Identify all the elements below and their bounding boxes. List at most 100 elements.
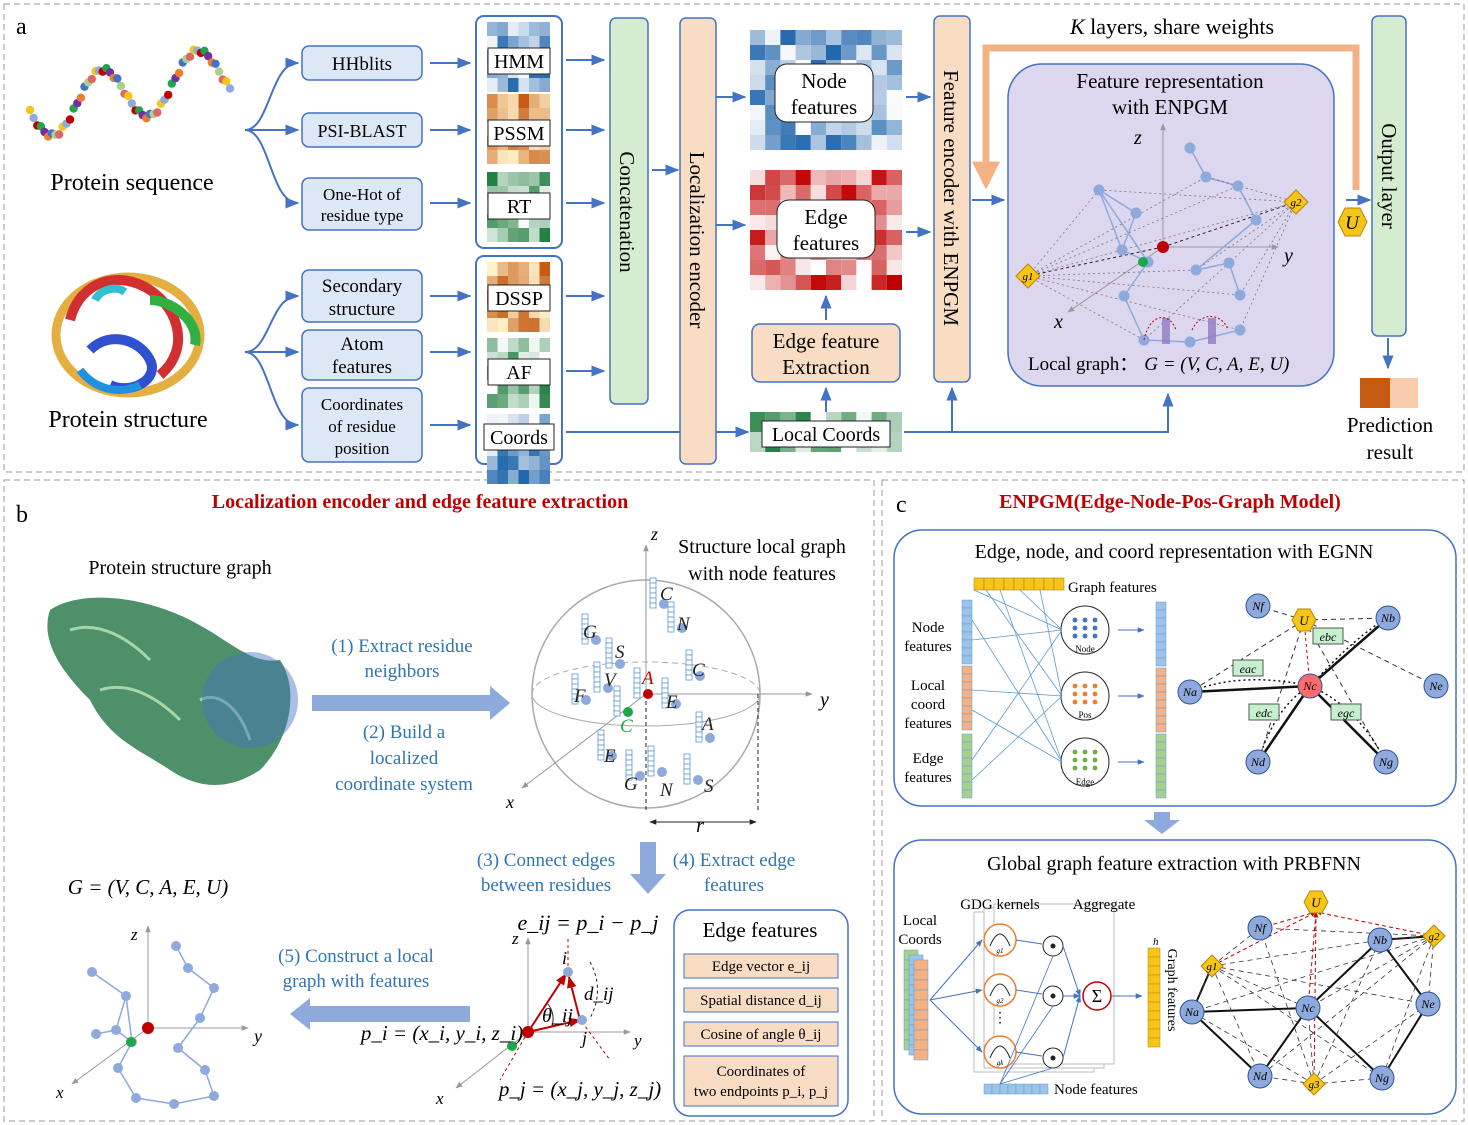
graph-node (91, 1029, 101, 1039)
feature-label-coords: Coords (490, 427, 548, 449)
output-layer-bar (1371, 15, 1407, 337)
edge-feature-item-3: Cosine of angle θ_ij (701, 1027, 822, 1043)
egnn-node-label: Na (1182, 685, 1197, 699)
sphere-residue (659, 599, 669, 609)
graph-node (131, 1093, 141, 1103)
sphere-residue-label: C (692, 660, 705, 681)
anchor-diamond (1283, 189, 1309, 215)
edge-vector-diagram (455, 936, 631, 1089)
theta-label: θ_ij (542, 1005, 573, 1027)
sequence-bead (225, 84, 235, 93)
graph-node (195, 1013, 205, 1023)
panel-a-border (3, 3, 1465, 473)
egnn-node-label: Nb (1380, 611, 1395, 625)
panel-c-title: ENPGM(Edge-Node-Pos-Graph Model) (999, 491, 1341, 513)
sequence-bead (214, 67, 224, 76)
panel-b-letter: b (16, 502, 28, 528)
graph-node (1250, 214, 1262, 226)
sequence-bead (25, 105, 35, 115)
edge-diagram-axis-y: y (632, 1031, 642, 1050)
edge-message-box (1232, 659, 1264, 677)
prbfnn-node (1369, 1065, 1395, 1091)
egnn-title: Edge, node, and coord representation wit… (975, 541, 1374, 563)
node-i-label: i (562, 948, 567, 968)
enpgm-panel (1007, 63, 1335, 387)
sequence-feature-group (475, 15, 563, 249)
anchor-label: g3 (1309, 1079, 1321, 1091)
panel-b-title: Localization encoder and edge feature ex… (212, 491, 628, 513)
feature-labels: HMM PSSM RT DSSP AF Coords (483, 47, 555, 451)
feature-encoder-label: Feature encoder with ENPGM (939, 70, 963, 326)
sphere-residue-label: C (660, 584, 673, 605)
center-node (1157, 241, 1169, 253)
edge-message-box (1312, 627, 1344, 645)
protein-structure-ribbon (51, 272, 205, 398)
sequence-bead (204, 51, 213, 61)
edge-message-label: egc (1338, 706, 1355, 720)
edge-features-box (673, 909, 849, 1117)
graph-node (1184, 336, 1196, 348)
prbfnn-node (1179, 999, 1205, 1025)
prbfnn-u-label: U (1311, 895, 1322, 910)
sequence-bead (185, 52, 195, 61)
graph-node (200, 1065, 210, 1075)
sequence-bead (222, 77, 231, 86)
sequence-bead (164, 90, 173, 100)
sphere-residue-label: N (676, 614, 691, 635)
feature-label-pssm: PSSM (493, 123, 544, 145)
egnn-node (1245, 749, 1271, 775)
tool-psi-blast: PSI-BLAST (301, 112, 423, 148)
egnn-u-hexagon (1291, 608, 1317, 632)
anchor-diamond (1015, 263, 1041, 289)
edge-feature-item-1: Edge vector e_ij (712, 959, 810, 975)
prbfnn-graph-features: Graph features (1164, 949, 1179, 1032)
edge-features-title: Edge features (703, 918, 818, 942)
graph-node (1234, 324, 1246, 336)
graph-node (1190, 264, 1202, 276)
prbfnn-node (1415, 991, 1441, 1017)
egnn-node-label: Nc (1302, 679, 1317, 693)
radius-label: r (696, 815, 704, 837)
node-j-label: j (580, 1028, 587, 1048)
edge-feature-items: Edge vector e_ij Spatial distance d_ij C… (683, 953, 839, 1107)
prbfnn-node (1367, 927, 1393, 953)
graph-node (1093, 184, 1105, 196)
panel-a-letter: a (16, 14, 27, 40)
anchor-node (126, 1037, 136, 1047)
prediction-bar-dark (1360, 378, 1390, 408)
graph-node (1184, 142, 1196, 154)
egnn-node (1297, 673, 1323, 699)
feature-label-hmm: HMM (494, 51, 544, 73)
localization-encoder-bar (679, 17, 717, 465)
output-layer-label: Output layer (1377, 123, 1401, 229)
k-layers-loop-arrow (972, 44, 1360, 190)
egnn-box (893, 529, 1457, 807)
anchor-label: g2 (1291, 197, 1303, 209)
graph-node (121, 991, 131, 1001)
prediction-bar-light (1390, 378, 1418, 408)
graph-formula-b: G = (V, C, A, E, U) (68, 875, 228, 899)
prbfnn-node-label: Nc (1300, 1001, 1315, 1015)
sphere-residue-label: F (573, 686, 586, 707)
feature-heatmaps (487, 22, 550, 484)
prbfnn-node-label: Nd (1252, 1069, 1268, 1083)
protein-sequence-label: Protein sequence (50, 170, 213, 196)
local-coords-label: Local Coords (761, 420, 891, 448)
